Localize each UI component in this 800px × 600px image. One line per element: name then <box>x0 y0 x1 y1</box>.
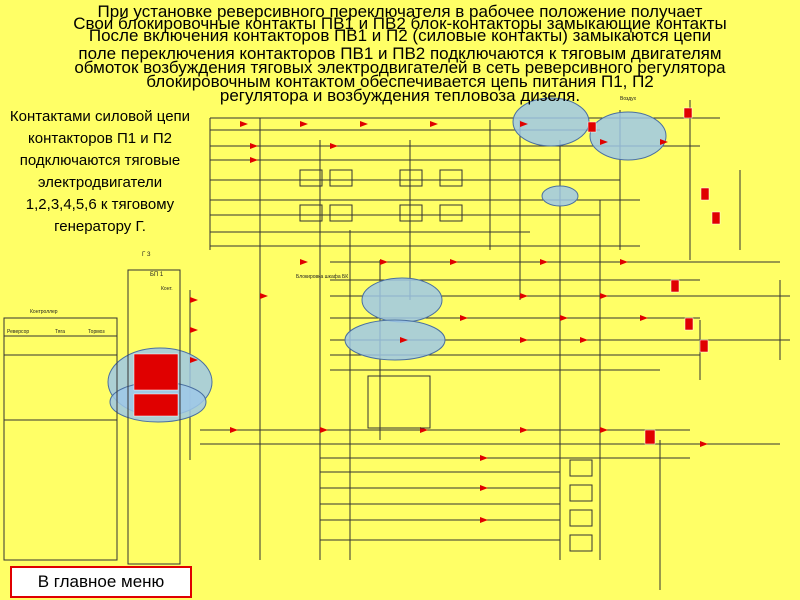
flow-arrow-17 <box>600 293 608 299</box>
flow-arrow-24 <box>230 427 238 433</box>
flow-arrow-10 <box>300 259 308 265</box>
blokirovka-label: Блокировка шкафа БК <box>296 274 348 280</box>
flow-arrow-21 <box>400 337 408 343</box>
flow-arrow-23 <box>580 337 588 343</box>
flow-arrow-11 <box>380 259 388 265</box>
flow-arrow-1 <box>300 121 308 127</box>
relay-coil-0 <box>299 169 323 187</box>
relay-coil-1 <box>329 169 353 187</box>
current-flow-arrows <box>190 121 708 523</box>
main-menu-button[interactable]: В главное меню <box>10 566 192 598</box>
flow-arrow-25 <box>320 427 328 433</box>
flow-arrow-15 <box>260 293 268 299</box>
relay-coil-9 <box>569 484 593 502</box>
flow-arrow-34 <box>190 327 198 333</box>
flow-arrow-2 <box>360 121 368 127</box>
contact-block-4 <box>700 187 710 201</box>
flow-arrow-7 <box>250 143 258 149</box>
contact-block-5 <box>711 211 721 225</box>
brake-label: Тормоз <box>88 329 105 335</box>
flow-arrow-22 <box>520 337 528 343</box>
controller-panel: Контроллер Реверсор Тяга Тормоз <box>3 309 118 561</box>
block-contacts-column: Г З БП 1 Конт. <box>127 252 181 565</box>
flow-arrow-5 <box>600 139 608 145</box>
circuit-wires <box>179 100 790 590</box>
reverser-label: Реверсор <box>7 329 29 335</box>
contact-block-1 <box>133 393 179 417</box>
flow-arrow-27 <box>520 427 528 433</box>
generator-label: Г З <box>142 252 151 258</box>
highlight-4 <box>344 319 446 361</box>
flow-arrow-35 <box>190 357 198 363</box>
contact-block-9 <box>644 429 656 445</box>
flow-arrow-4 <box>520 121 528 127</box>
caption-text: Контактами силовой цепи контакторов П1 и… <box>9 108 191 235</box>
flow-arrow-32 <box>480 517 488 523</box>
flow-arrow-20 <box>640 315 648 321</box>
highlight-2 <box>541 185 579 207</box>
relay-coil-5 <box>439 169 463 187</box>
flow-arrow-33 <box>190 297 198 303</box>
relay-coil-6 <box>399 204 423 222</box>
bp1-label: БП 1 <box>150 272 164 278</box>
relay-coil-3 <box>329 204 353 222</box>
flow-arrow-18 <box>460 315 468 321</box>
relay-coil-2 <box>299 204 323 222</box>
flow-arrow-12 <box>450 259 458 265</box>
highlight-0 <box>512 97 590 147</box>
flow-arrow-9 <box>250 157 258 163</box>
contact-block-8 <box>699 339 709 353</box>
relay-coil-11 <box>569 534 593 552</box>
vozduh-label: Воздух <box>620 96 637 102</box>
traction-label: Тяга <box>55 329 65 335</box>
relay-coil-8 <box>569 459 593 477</box>
contact-block-2 <box>587 121 597 133</box>
blower-diagram: Блокировка шкафа БК Воздух <box>296 96 637 429</box>
contact-block-7 <box>684 317 694 331</box>
flow-arrow-29 <box>700 441 708 447</box>
flow-arrow-13 <box>540 259 548 265</box>
relay-coil-4 <box>399 169 423 187</box>
relay-coil-7 <box>439 204 463 222</box>
flow-arrow-28 <box>600 427 608 433</box>
flow-arrow-30 <box>480 455 488 461</box>
contact-block-6 <box>670 279 680 293</box>
flow-arrow-6 <box>660 139 668 145</box>
kont-label: Конт. <box>161 286 173 292</box>
highlight-1 <box>589 111 667 161</box>
relay-coil-10 <box>569 509 593 527</box>
flow-arrow-16 <box>520 293 528 299</box>
flow-arrow-3 <box>430 121 438 127</box>
flow-arrow-8 <box>330 143 338 149</box>
flow-arrow-0 <box>240 121 248 127</box>
contact-block-0 <box>133 353 179 391</box>
highlight-3 <box>361 277 443 323</box>
red-contact-blocks <box>133 107 721 445</box>
contact-block-3 <box>683 107 693 119</box>
flow-arrow-31 <box>480 485 488 491</box>
flow-arrow-14 <box>620 259 628 265</box>
flow-arrow-19 <box>560 315 568 321</box>
controller-label: Контроллер <box>30 309 58 315</box>
